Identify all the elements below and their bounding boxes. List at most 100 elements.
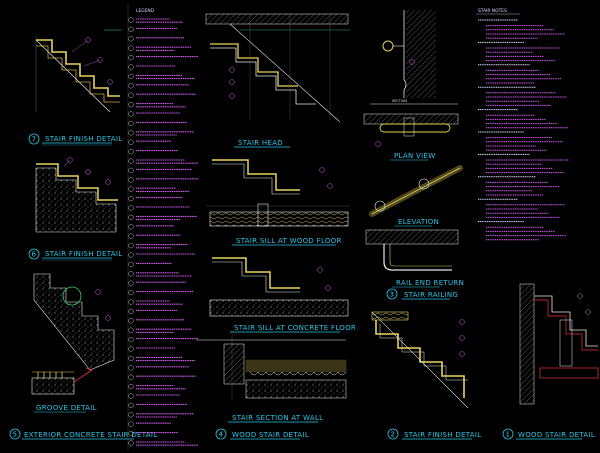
legend-bubble — [128, 431, 134, 437]
legend-bubble — [128, 374, 134, 380]
legend-bubble — [128, 402, 134, 409]
stair-finish-detail-title-2: STAIR FINISH DETAIL — [45, 250, 122, 258]
legend-bubble — [128, 92, 134, 98]
legend-bubble — [128, 167, 134, 174]
legend-bubble — [128, 412, 134, 418]
stair-finish-detail-top-left — [35, 29, 122, 113]
legend-bubble — [128, 271, 134, 277]
legend-bubble — [128, 139, 134, 145]
groove-detail-title: GROOVE DETAIL — [36, 404, 97, 412]
legend-bubble — [128, 83, 134, 89]
legend-bubble — [128, 26, 134, 33]
legend-bubble — [128, 111, 134, 117]
title-block-sill-wood: STAIR SILL AT WOOD FLOOR — [232, 237, 342, 246]
legend-bubble — [128, 158, 134, 164]
legend-bubble — [128, 149, 134, 155]
wood-stair-detail-title-1: WOOD STAIR DETAIL — [232, 431, 309, 439]
legend-bubble — [128, 299, 134, 305]
plan-view-title: PLAN VIEW — [394, 152, 435, 160]
stair-finish-detail-title-1: STAIR FINISH DETAIL — [45, 135, 122, 143]
wood-stair-detail-right — [519, 283, 599, 405]
legend-heading: LEGEND — [136, 8, 155, 14]
legend-bubble — [128, 243, 134, 249]
legend-bubble — [128, 365, 134, 371]
title-block-stair-finish-1: 7 STAIR FINISH DETAIL — [28, 133, 122, 146]
legend-bubble — [128, 186, 134, 192]
legend-bubble — [128, 45, 134, 51]
legend-bubble — [128, 327, 134, 333]
section-at-wall-title: STAIR SECTION AT WALL — [232, 414, 323, 422]
rail-end-return-detail: RAIL END RETURN — [365, 229, 464, 288]
legend-column: LEGEND — [127, 4, 199, 450]
sill-concrete-title: STAIR SILL AT CONCRETE FLOOR — [234, 324, 356, 332]
stair-head-title: STAIR HEAD — [238, 139, 283, 147]
bubble-5: 5 — [13, 431, 18, 439]
legend-bubble — [128, 252, 134, 258]
legend-bubble — [128, 120, 134, 127]
stair-railing-title: STAIR RAILING — [404, 291, 458, 299]
legend-bubble — [128, 64, 134, 70]
legend-bubble — [128, 54, 134, 61]
legend-bubble — [128, 393, 134, 399]
legend-bubble — [128, 73, 134, 80]
legend-bubble — [128, 421, 134, 427]
legend-bubble — [128, 384, 134, 390]
bubble-4: 4 — [219, 431, 224, 439]
title-block-stair-finish-3: 2 STAIR FINISH DETAIL — [387, 428, 481, 440]
elevation-title: ELEVATION — [398, 218, 439, 226]
legend-bubble — [128, 36, 134, 42]
exterior-concrete-stair — [31, 273, 115, 395]
rail-end-return-title: RAIL END RETURN — [396, 279, 464, 287]
bubble-1: 1 — [506, 431, 511, 439]
legend-bubble — [128, 17, 134, 23]
legend-bubble — [128, 130, 134, 136]
legend-bubble — [128, 214, 134, 221]
legend-rows — [128, 17, 199, 446]
notes-rows — [478, 19, 569, 241]
legend-bubble — [128, 318, 134, 324]
title-block-stair-head: STAIR HEAD — [234, 139, 290, 148]
legend-bubble — [128, 440, 134, 446]
bubble-3: 3 — [390, 291, 395, 299]
title-block-stair-finish-2: 6 STAIR FINISH DETAIL — [28, 248, 122, 261]
legend-bubble — [128, 205, 134, 211]
legend-bubble — [128, 177, 134, 183]
legend-bubble — [128, 280, 134, 286]
sill-wood-title: STAIR SILL AT WOOD FLOOR — [236, 237, 342, 245]
stair-sill-concrete-floor — [209, 257, 349, 317]
stair-finish-detail-bottom-right — [371, 311, 469, 409]
legend-bubble — [128, 290, 134, 296]
stair-section-at-wall — [196, 330, 347, 400]
stair-finish-detail-title-3: STAIR FINISH DETAIL — [404, 431, 481, 439]
legend-bubble — [128, 337, 134, 343]
stair-sill-wood-floor — [206, 159, 350, 227]
legend-bubble — [128, 308, 134, 315]
legend-bubble — [128, 355, 134, 362]
title-block-stair-railing: 3 STAIR RAILING — [386, 288, 458, 300]
legend-bubble — [128, 101, 134, 108]
bubble-7: 7 — [32, 136, 37, 144]
handrail-wall-section: SECTION — [370, 10, 458, 105]
bubble-2: 2 — [391, 431, 396, 439]
legend-bubble — [128, 224, 134, 230]
title-block-wood-stair-1: 4 WOOD STAIR DETAIL — [215, 428, 309, 440]
wood-stair-detail-title-2: WOOD STAIR DETAIL — [518, 431, 595, 439]
stair-finish-detail-mid-left — [35, 157, 118, 233]
title-block-groove: GROOVE DETAIL — [34, 404, 97, 413]
stair-notes-panel: STAIR NOTES — [476, 8, 569, 241]
stair-head-detail — [205, 13, 350, 123]
legend-bubble — [128, 261, 134, 268]
title-block-wood-stair-2: 1 WOOD STAIR DETAIL — [502, 428, 595, 440]
title-block-exterior-concrete: 5 EXTERIOR CONCRETE STAIR DETAIL — [9, 428, 157, 440]
title-block-section-wall: STAIR SECTION AT WALL — [228, 414, 323, 423]
exterior-concrete-title: EXTERIOR CONCRETE STAIR DETAIL — [24, 431, 157, 439]
legend-bubble — [128, 233, 134, 239]
stair-notes-heading: STAIR NOTES — [478, 8, 507, 14]
section-label: SECTION — [392, 99, 407, 103]
legend-bubble — [128, 346, 134, 352]
plan-view-detail: PLAN VIEW — [363, 113, 459, 161]
bubble-6: 6 — [32, 251, 37, 259]
title-block-sill-concrete: STAIR SILL AT CONCRETE FLOOR — [230, 324, 356, 333]
